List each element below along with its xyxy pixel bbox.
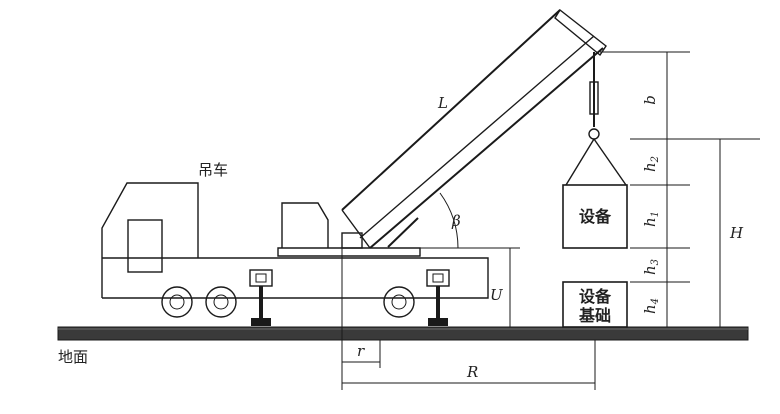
- hoist-cylinder: [387, 217, 419, 248]
- cab-window: [127, 219, 163, 273]
- dim-h3-label: h3: [641, 259, 661, 275]
- foundation-label-line2: 基础: [578, 306, 611, 325]
- dim-h1-label: h1: [641, 211, 661, 227]
- hook-rigging: [565, 52, 627, 186]
- lift-height-label: H: [729, 224, 744, 242]
- outrigger-right: [426, 269, 450, 326]
- pivot-radius-label: r: [357, 342, 365, 360]
- lift-height-dimension: [690, 138, 760, 327]
- turntable-platform: [277, 247, 421, 257]
- dim-b-label: b: [641, 95, 659, 105]
- equipment-label: 设备: [579, 207, 612, 226]
- equipment-box: [562, 184, 628, 249]
- boom-tip: [554, 8, 607, 57]
- crane-truck: [101, 182, 489, 326]
- foundation-box: [562, 281, 628, 328]
- boom-length-label: L: [437, 94, 448, 112]
- foundation-label-line1: 设备: [579, 287, 612, 306]
- working-radius-label: R: [466, 363, 478, 381]
- wheel-rear: [383, 286, 415, 318]
- boom-pivot: [341, 232, 363, 249]
- vertical-dimension-column: [600, 51, 690, 327]
- ground-label: 地面: [58, 348, 88, 366]
- wheel-middle: [205, 286, 237, 318]
- boom-angle-label: β: [451, 212, 461, 230]
- crane-label: 吊车: [198, 161, 228, 179]
- truck-cab: [101, 182, 199, 298]
- dim-h4-label: h4: [641, 298, 661, 314]
- dim-h2-label: h2: [641, 156, 661, 172]
- pivot-height-label: U: [490, 286, 504, 304]
- crane-boom: [341, 8, 607, 249]
- truck-chassis: [102, 257, 489, 299]
- ground-slab: [57, 326, 749, 341]
- boom-angle-arc: [439, 192, 459, 249]
- wheel-front: [161, 286, 193, 318]
- outrigger-left: [249, 269, 273, 326]
- operator-cabin: [281, 202, 329, 248]
